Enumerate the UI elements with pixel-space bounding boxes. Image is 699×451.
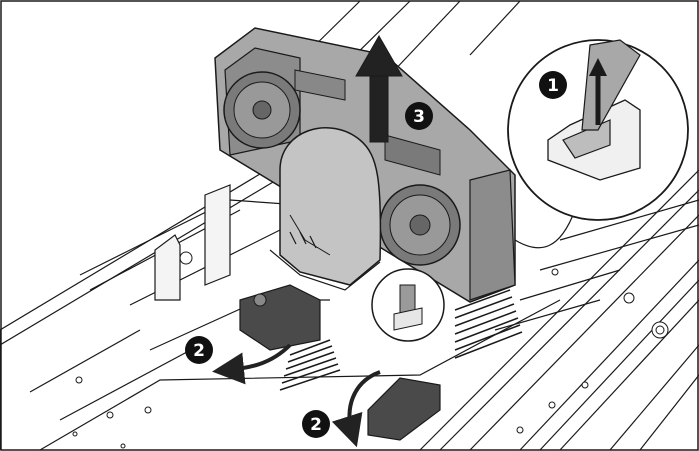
latch-clip-right bbox=[367, 377, 441, 441]
left-bracket bbox=[154, 184, 231, 301]
callout-1-label: 1 bbox=[547, 76, 559, 96]
connector-detail-small bbox=[371, 268, 445, 342]
callout-2b-label: 2 bbox=[310, 415, 322, 435]
lift-arrow bbox=[355, 34, 403, 143]
curved-arrow-icon bbox=[212, 343, 292, 385]
air-duct bbox=[269, 127, 382, 291]
vent-grille bbox=[279, 289, 523, 391]
callout-2a-label: 2 bbox=[193, 341, 205, 361]
callout-1: 1 bbox=[539, 71, 567, 99]
mounting-holes bbox=[72, 209, 669, 449]
callout-3-label: 3 bbox=[413, 107, 425, 127]
callout-2a: 2 bbox=[185, 336, 213, 364]
latch-clip-left bbox=[239, 284, 321, 351]
callout-2b: 2 bbox=[302, 410, 330, 438]
curved-arrow-icon bbox=[331, 370, 381, 448]
connector-detail-inset bbox=[507, 39, 689, 221]
callout-3: 3 bbox=[405, 102, 433, 130]
fan-cable bbox=[514, 209, 576, 249]
